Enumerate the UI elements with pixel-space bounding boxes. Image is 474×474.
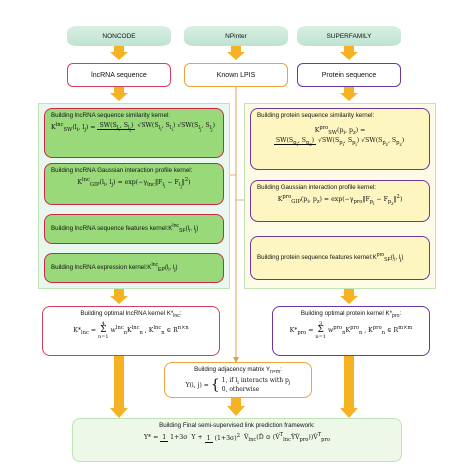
protein-seq-sim-kernel: Building protein sequence similarity ker…: [250, 108, 430, 170]
protein-gip-equation: KproGIP(pi, pz) = exp(−γpro‖Fpi − Fpz‖2): [277, 194, 403, 208]
protein-seq-sim-equation: KproSW(pi, pz) = SW(Spi, Spz)√SW(Spi, Sp…: [273, 125, 405, 149]
input-protein-sequence-label: Protein sequence: [321, 71, 377, 79]
adjacency-case-0: 0, otherwise: [221, 386, 260, 394]
lncrna-seq-sim-equation: KlncSW(li, lj) = SW(Sli, Slj)√SW(Sli, Sl…: [51, 122, 216, 134]
lncrna-features-title: Building lncRNA sequence features kernel…: [51, 222, 199, 235]
optimal-protein-title: Building optimal protein kernel K*pro:: [300, 310, 402, 320]
orange-arrows: [110, 46, 358, 418]
lncrna-expression-title: Building lncRNA expression kernel:KlncEP…: [51, 261, 178, 274]
lncrna-expression-kernel: Building lncRNA expression kernel:KlncEP…: [44, 253, 224, 283]
optimal-lncrna-kernel: Building optimal lncRNA kernel K*lnc: K*…: [42, 306, 220, 356]
protein-seq-sim-title: Building protein sequence similarity ker…: [257, 112, 375, 119]
lncrna-features-kernel: Building lncRNA sequence features kernel…: [44, 214, 224, 244]
adjacency-case-1: 1, if li interacts with pj: [221, 376, 291, 387]
adjacency-equation: Y(i, j) = { 1, if li interacts with pj 0…: [185, 376, 291, 394]
final-framework: Building Final semi-supervised link pred…: [72, 418, 402, 462]
input-known-lpis-label: Known LPIS: [216, 71, 256, 79]
input-lncrna-sequence: lncRNA sequence: [67, 63, 171, 87]
arrow-lnc-seq: [110, 87, 128, 101]
input-lncrna-sequence-label: lncRNA sequence: [91, 71, 147, 79]
protein-features-kernel: Building protein sequence features kerne…: [250, 236, 430, 280]
source-superfamily-label: SUPERFAMILY: [326, 32, 372, 40]
arrow-npinter: [227, 46, 245, 60]
optimal-lncrna-title: Building optimal lncRNA kernel K*lnc:: [80, 310, 182, 320]
arrow-pro-seq: [340, 87, 358, 101]
input-known-lpis: Known LPIS: [184, 63, 288, 87]
protein-gip-kernel: Building Gaussian interaction profile ke…: [250, 180, 430, 222]
final-title: Building Final semi-supervised link pred…: [159, 422, 315, 429]
lncrna-gip-title: Building lncRNA Gaussian interaction pro…: [51, 167, 193, 174]
protein-features-title: Building protein sequence features kerne…: [257, 251, 404, 264]
lncrna-gip-kernel: Building lncRNA Gaussian interaction pro…: [44, 163, 224, 205]
arrow-superfamily: [340, 46, 358, 60]
source-npinter: NPinter: [184, 26, 288, 46]
lncrna-seq-sim-title: Building lncRNA sequence similarity kern…: [51, 112, 170, 119]
source-noncode: NONCODE: [67, 26, 171, 46]
input-protein-sequence: Protein sequence: [297, 63, 401, 87]
adjacency-title: Building adjacency matrix Yn×m:: [194, 366, 282, 376]
lncrna-gip-equation: KlncGIP(li, lj) = exp(−γlnc‖Fli − Flj‖2): [77, 177, 191, 191]
arrow-lnc-panel: [110, 289, 128, 304]
arrow-pro-optimal: [340, 355, 358, 418]
source-noncode-label: NONCODE: [102, 32, 136, 40]
arrow-noncode: [110, 46, 128, 60]
arrow-lnc-optimal: [110, 355, 128, 418]
lncrna-seq-sim-kernel: Building lncRNA sequence similarity kern…: [44, 108, 224, 158]
adjacency-matrix: Building adjacency matrix Yn×m: Y(i, j) …: [164, 362, 312, 398]
arrow-adjacency: [227, 398, 245, 416]
source-superfamily: SUPERFAMILY: [297, 26, 401, 46]
optimal-protein-kernel: Building optimal protein kernel K*pro: K…: [272, 306, 430, 356]
source-npinter-label: NPinter: [225, 32, 247, 40]
arrow-pro-panel: [340, 289, 358, 304]
protein-gip-title: Building Gaussian interaction profile ke…: [257, 184, 377, 191]
